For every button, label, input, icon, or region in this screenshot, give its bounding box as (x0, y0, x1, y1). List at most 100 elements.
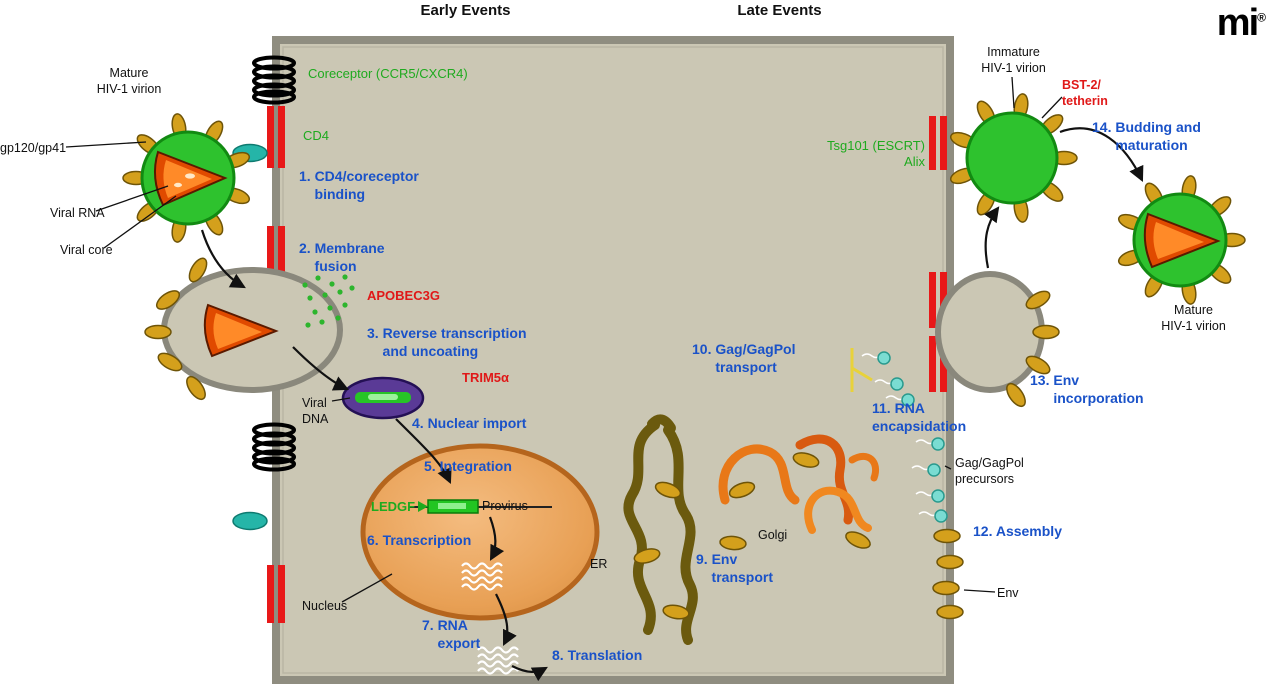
leader-viral-core (103, 195, 177, 249)
leader-immature-virion (1011, 76, 1015, 109)
rna-squiggle-cytoplasm (477, 646, 519, 675)
provirus-segment-highlight (438, 503, 466, 509)
leader-env (963, 589, 996, 593)
env-spike (1025, 355, 1051, 375)
step-12-label: 12. Assembly (973, 523, 1062, 539)
membrane-proteins-left-2 (267, 226, 285, 274)
env-spike (157, 352, 183, 372)
arrow-to-translation (511, 665, 548, 682)
leader-bst2 (1041, 96, 1063, 119)
membrane-proteins-right-1 (929, 116, 947, 170)
journal-logo: mi® (1217, 2, 1266, 45)
leader-nucleus (341, 573, 393, 603)
step-4-label: 4. Nuclear import (412, 415, 527, 431)
er-env-ovals (633, 481, 690, 620)
golgi-structure (718, 434, 879, 534)
viral-rna-strand (174, 182, 182, 188)
env-spike (155, 290, 181, 310)
arrow-rna-export (495, 593, 517, 646)
immature-virion (947, 92, 1078, 224)
viral-dna-label: Viral DNA (302, 396, 329, 426)
entering-core-inner (213, 313, 262, 349)
tsg101-label: Tsg101 (ESCRT) Alix (826, 138, 925, 170)
coreceptor-coil-lower (252, 422, 296, 472)
leader-gp120 (65, 141, 147, 148)
rna-squiggle-nucleus (461, 562, 503, 591)
provirus-label: Provirus (482, 499, 528, 513)
mature-virion-left (122, 112, 253, 244)
env-spike (144, 324, 172, 340)
virion-envelope (965, 111, 1059, 205)
step-14-label: 14. Budding and maturation (1092, 119, 1201, 153)
step-8-label: 8. Translation (552, 647, 643, 663)
gag-precursors-label: Gag/GagPol precursors (955, 456, 1024, 486)
env-label: Env (997, 586, 1019, 600)
step-5-label: 5. Integration (424, 458, 512, 474)
cd4-label: CD4 (303, 128, 330, 143)
gag-precursor-dots (911, 437, 948, 523)
gp120-label: gp120/gp41 (0, 141, 67, 155)
viral-rna-label: Viral RNA (50, 206, 105, 220)
gag-dots-transport (861, 351, 915, 407)
apobec3g-dots (302, 274, 355, 328)
arrow-binding-to-fusion (200, 229, 246, 289)
arrow-pic-to-nucleus (395, 418, 452, 485)
leader-gag-precursors (944, 465, 952, 470)
viral-dna-bar-highlight (368, 394, 398, 400)
leader-viral-rna (95, 185, 169, 212)
coreceptor-coil-top (252, 55, 296, 105)
mature-virion-right (1115, 174, 1246, 306)
step-11-label: 11. RNA encapsidation (872, 400, 967, 434)
budding-site (935, 271, 1060, 408)
viral-core-label: Viral core (60, 243, 113, 257)
flow-arrows (200, 127, 1144, 682)
viral-core-inner (163, 160, 212, 198)
late-events-header: Late Events (737, 2, 822, 19)
step-2-label: 2. Membrane fusion (299, 240, 385, 274)
early-events-header: Early Events (420, 2, 511, 19)
env-spike (1006, 382, 1026, 408)
cell-membrane (272, 36, 954, 684)
immature-virion-label: Immature HIV-1 virion (981, 45, 1046, 75)
leader-lines (65, 76, 1063, 603)
fusion-site (144, 257, 343, 401)
env-spike (1032, 324, 1060, 340)
arrow-budding (984, 206, 1000, 269)
pre-integration-complex (341, 376, 425, 420)
env-spike (188, 257, 208, 283)
step-13-label: 13. Env incorporation (1030, 372, 1144, 406)
golgi-label: Golgi (758, 528, 788, 542)
er-label: ER (590, 557, 608, 571)
arrow-maturation (1059, 127, 1144, 182)
membrane-proteins-left-3 (267, 565, 285, 623)
viral-rna-strand (185, 173, 195, 179)
leader-viral-dna (331, 397, 351, 402)
arrow-core-to-pic (292, 346, 349, 391)
mature-virion-left-label: Mature HIV-1 virion (96, 66, 162, 96)
trim5a-label: TRIM5α (462, 370, 509, 385)
mature-virion-right-label: Mature HIV-1 virion (1161, 303, 1226, 333)
coreceptor-label: Coreceptor (CCR5/CXCR4) (308, 66, 468, 81)
gag-transport-tether (850, 348, 873, 392)
step-10-label: 10. Gag/GagPol transport (692, 341, 796, 375)
step-1-label: 1. CD4/coreceptor binding (299, 168, 419, 202)
env-ovals-right-membrane (932, 528, 964, 620)
cd4-receptor-left-lower (232, 511, 268, 531)
registered-mark: ® (1257, 10, 1266, 25)
viral-core-inner (1153, 222, 1204, 259)
ledgf-label: LEDGF (371, 499, 416, 514)
env-spike (1025, 290, 1051, 310)
apobec3g-label: APOBEC3G (367, 288, 440, 303)
arrow-provirus-to-rna (488, 516, 505, 561)
membrane-proteins-left-1 (267, 106, 285, 168)
nucleus-label: Nucleus (302, 599, 348, 613)
step-3-label: 3. Reverse transcription and uncoating (367, 325, 527, 359)
step-9-label: 9. Env transport (696, 551, 774, 585)
ledgf-arrowhead (418, 501, 428, 512)
step-7-label: 7. RNA export (422, 617, 481, 651)
bst2-label: BST-2/ tetherin (1062, 78, 1108, 108)
step-6-label: 6. Transcription (367, 532, 472, 548)
env-spike (186, 375, 206, 401)
